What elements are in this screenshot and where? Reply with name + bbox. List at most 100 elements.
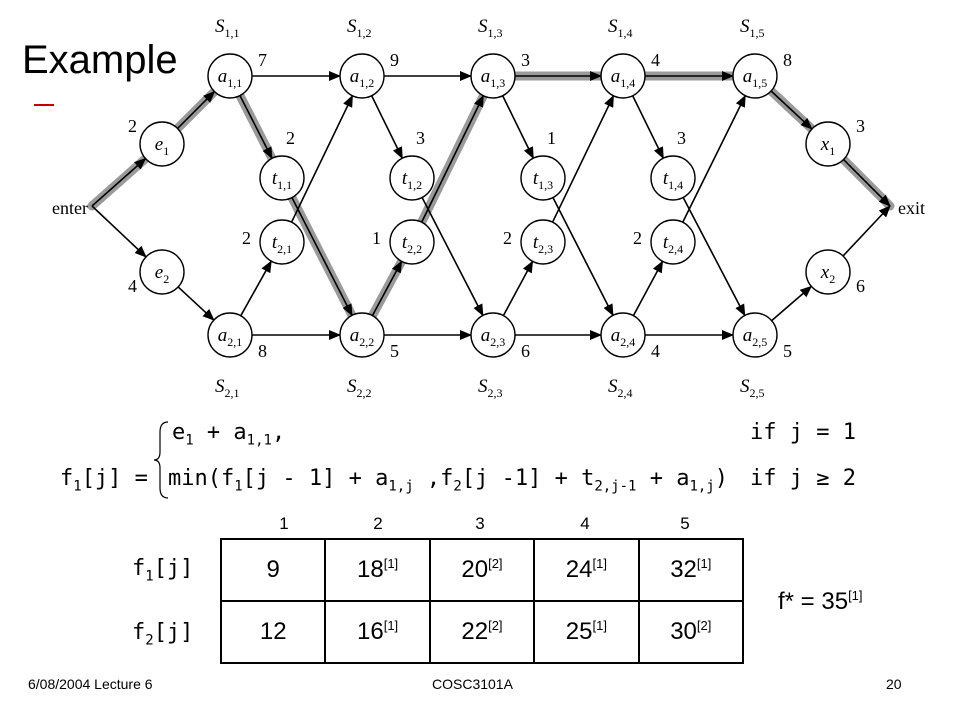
station-cost-line1: 9: [390, 50, 399, 70]
transfer-node-circle: [259, 219, 305, 265]
transfer-cost-line2: 2: [503, 228, 512, 248]
edge-arrow: [842, 158, 891, 207]
table-cell: 9: [219, 538, 327, 602]
station-cost-line2: 8: [258, 341, 267, 361]
edge-arrow: [291, 197, 353, 317]
edge-arrow: [551, 94, 615, 223]
assembly-line-diagram: a1,1a2,1a1,2a2,2a1,3a2,3a1,4a2,4a1,5a2,5…: [52, 16, 925, 400]
transfer-node-circle: [520, 219, 566, 265]
nodes: a1,1a2,1a1,2a2,2a1,3a2,3a1,4a2,4a1,5a2,5…: [139, 53, 851, 358]
table-cell: 30[2]: [637, 600, 745, 664]
transfer-node-circle: [650, 219, 696, 265]
column-index: 3: [475, 514, 485, 533]
transfer-node-label: t1,2: [402, 168, 422, 192]
edge-arrow: [631, 95, 665, 160]
edge-arrow: [420, 94, 485, 223]
edge-arrow: [771, 285, 813, 322]
case2-expression: min(f1[j - 1] + a1,j ,f2[j -1] + t2,j-1 …: [168, 466, 728, 495]
transfer-node-label: t1,1: [272, 168, 292, 192]
station-label: S2,3: [478, 376, 503, 400]
entry-node-label: e2: [155, 262, 169, 286]
station-label: S1,1: [215, 16, 240, 40]
station-node-circle: [732, 312, 778, 358]
edge-arrow: [177, 286, 215, 321]
edge-arrow: [842, 205, 891, 257]
table-cell: 22[2]: [428, 600, 536, 664]
edge-arrow: [770, 90, 813, 130]
highlighted-path: [87, 71, 895, 340]
station-node-circle: [339, 312, 385, 358]
transfer-node-label: t2,4: [663, 232, 683, 256]
edge-arrow: [91, 205, 147, 258]
edge-arrow: [176, 90, 216, 130]
station-cost-line1: 8: [783, 50, 792, 70]
footer-page-number: 20: [886, 676, 902, 692]
transfer-cost-line1: 3: [416, 128, 425, 148]
table-row-f2: 12 16[1] 22[2] 25[1] 30[2]: [219, 600, 745, 664]
station-node-label: a1,1: [218, 66, 243, 90]
station-label: S2,4: [608, 376, 633, 400]
edge-arrow: [290, 94, 354, 223]
station-label: S2,1: [215, 376, 240, 400]
entry-cost-line2: 4: [128, 276, 137, 296]
transfer-node-circle: [650, 155, 696, 201]
enter-label: enter: [52, 198, 88, 218]
transfer-node-label: t1,3: [533, 168, 553, 192]
station-node-label: a2,2: [350, 325, 375, 349]
column-index: 2: [373, 514, 383, 533]
exit-node-circle: [805, 249, 851, 295]
station-node-label: a2,1: [218, 325, 243, 349]
transfer-node-label: t1,4: [663, 168, 683, 192]
station-label: S2,2: [347, 376, 372, 400]
station-node-label: a1,2: [350, 66, 375, 90]
column-index: 5: [680, 514, 690, 533]
station-node-label: a1,5: [743, 66, 768, 90]
optimal-result: f* = 35[1]: [778, 588, 863, 615]
dp-table: 9 18[1] 20[2] 24[1] 32[1] 12 16[1] 22[2]…: [219, 538, 745, 664]
entry-node-label: e1: [155, 134, 169, 158]
station-node-label: a2,5: [743, 325, 768, 349]
table-cell: 12: [219, 600, 327, 664]
transfer-node-circle: [389, 155, 435, 201]
station-label: S1,3: [478, 16, 503, 40]
case1-expression: e1 + a1,1,: [172, 420, 286, 449]
station-cost-line2: 5: [783, 341, 792, 361]
row-label-f1: f1[j]: [132, 556, 194, 585]
transfer-node-circle: [259, 155, 305, 201]
case1-condition: if j = 1: [750, 420, 856, 445]
edge-arrow: [682, 197, 746, 317]
station-node-circle: [339, 53, 385, 99]
edge-arrow: [421, 197, 484, 317]
station-cost-line2: 5: [390, 341, 399, 361]
transfer-node-label: t2,3: [533, 232, 553, 256]
edge-arrow: [370, 95, 404, 160]
entry-cost-line1: 2: [128, 116, 137, 136]
station-node-label: a1,3: [481, 66, 506, 90]
station-node-circle: [470, 312, 516, 358]
edge-arrow: [371, 260, 403, 317]
column-index: 4: [580, 514, 590, 533]
station-label: S1,2: [347, 16, 372, 40]
transfer-node-label: t2,1: [272, 232, 292, 256]
edge-arrow: [682, 94, 746, 223]
station-cost-line2: 4: [651, 341, 660, 361]
row-label-f2: f2[j]: [132, 620, 194, 649]
station-node-circle: [470, 53, 516, 99]
station-label: S2,5: [740, 376, 765, 400]
station-node-label: a1,4: [611, 66, 636, 90]
exit-node-label: x1: [820, 134, 835, 158]
title-underline: [34, 104, 54, 106]
column-index: 1: [279, 514, 289, 533]
station-cost-line1: 7: [258, 50, 267, 70]
footer-date-lecture: 6/08/2004 Lecture 6: [28, 676, 153, 692]
transfer-cost-line1: 1: [547, 128, 556, 148]
edge-arrow: [502, 260, 534, 317]
entry-node-circle: [139, 121, 185, 167]
station-cost-line2: 6: [521, 341, 530, 361]
station-label: S1,4: [608, 16, 633, 40]
station-node-circle: [732, 53, 778, 99]
dp-table-container: 9 18[1] 20[2] 24[1] 32[1] 12 16[1] 22[2]…: [219, 538, 745, 664]
exit-cost-line2: 6: [856, 276, 865, 296]
station-cost-line1: 4: [651, 50, 660, 70]
